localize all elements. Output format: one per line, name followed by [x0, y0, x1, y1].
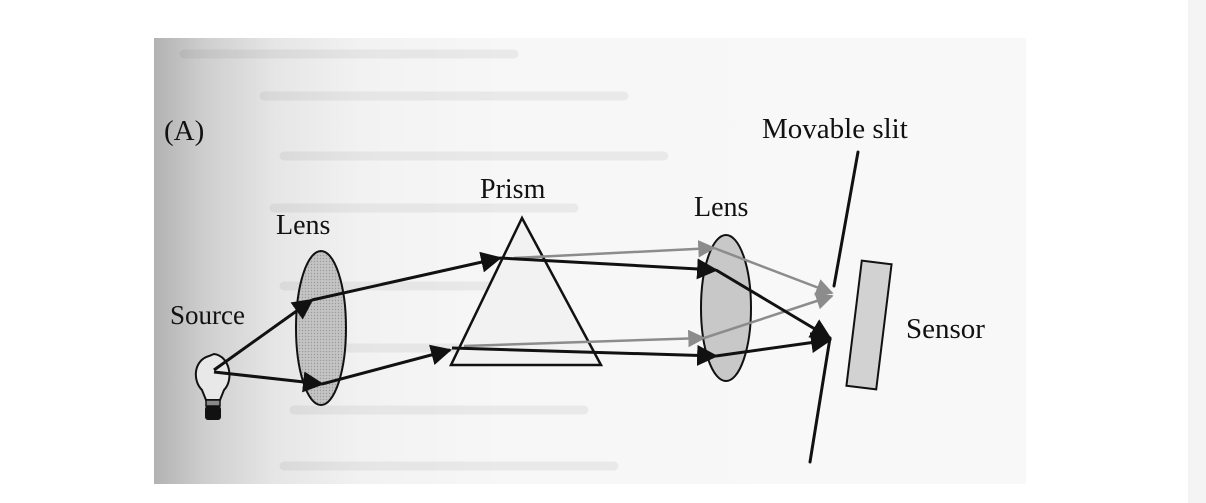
- scanned-figure: (A) Source Lens Prism Lens Movable slit …: [154, 38, 1026, 484]
- main-rays: [213, 251, 833, 393]
- secondary-rays: [463, 240, 834, 348]
- sensor-label: Sensor: [906, 313, 985, 345]
- lens-1-icon: [295, 250, 347, 406]
- source-label: Source: [170, 300, 245, 330]
- movable-slit-label: Movable slit: [762, 113, 908, 145]
- spectrometer-diagram: (A) Source Lens Prism Lens Movable slit …: [164, 49, 985, 471]
- movable-slit-icon: [808, 150, 860, 464]
- scan-ghost-text: [179, 49, 669, 471]
- right-margin-strip: [1188, 0, 1206, 503]
- panel-label: (A): [164, 115, 204, 147]
- prism-icon: [449, 215, 604, 367]
- lens-1-label: Lens: [276, 210, 330, 241]
- lens-2-icon: [700, 234, 752, 382]
- sensor-icon: [845, 259, 893, 391]
- lens-2-label: Lens: [694, 192, 748, 223]
- prism-label: Prism: [480, 174, 546, 205]
